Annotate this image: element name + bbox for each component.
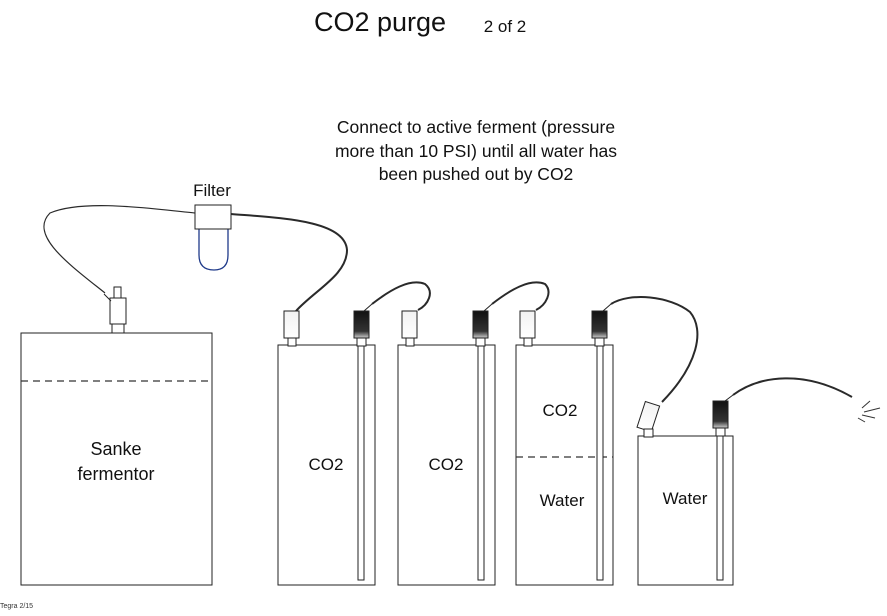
sanke-valve-base [111,323,125,334]
keg-3-gas-post-base [523,337,533,347]
keg-1-label: CO2 [308,455,344,474]
page-indicator: 2 of 2 [483,17,527,36]
sanke-fermentor-vessel [20,332,213,586]
filter-bowl [198,228,229,271]
keg-4-gas-post-base [643,428,654,438]
keg-3-dip-tube [596,344,604,581]
keg-2-liquid-post-base [475,337,486,347]
keg-1-gas-post-base [287,337,297,347]
instruction-line-2: more than 10 PSI) until all water has [334,140,618,161]
keg-2-liquid-post [472,310,489,339]
outlet-spray [857,400,881,423]
keg-2-gas-post-base [405,337,415,347]
keg-1-liquid-barb [363,303,373,312]
keg-4-liquid-post-base [715,427,726,437]
line-keg2-to-keg3 [491,281,550,311]
line-keg1-to-keg2 [371,281,431,311]
keg-3-liquid-barb [602,303,612,312]
keg-2-label: CO2 [428,455,464,474]
keg-3-liquid-post [591,310,608,339]
instruction-text: Connect to active ferment (pressure more… [300,116,652,187]
keg-4-gas-post [636,400,661,433]
footer-note: Tegra 2/15 [0,603,34,610]
sanke-barb [103,293,112,302]
sanke-valve-stem [113,286,122,300]
keg-1-liquid-post [353,310,370,339]
keg-2-gas-post [401,310,418,339]
instruction-line-3: been pushed out by CO2 [378,164,574,185]
filter-head [194,204,232,230]
keg-1-liquid-post-base [356,337,367,347]
sanke-valve-body [109,297,127,325]
instruction-line-1: Connect to active ferment (pressure [336,117,616,137]
keg-3-upper-label: CO2 [542,401,578,420]
keg-2-liquid-barb [483,303,493,312]
keg-4-liquid-barb [724,394,734,402]
sanke-fermentor-label: Sanke fermentor [40,437,192,487]
keg-4-liquid-post [712,400,729,429]
filter-label: Filter [193,181,231,200]
co2-line-filter-to-keg1 [230,213,349,312]
outlet-line [732,377,853,398]
keg-1-gas-post [283,310,300,339]
sanke-label-line-2: fermentor [77,464,155,485]
line-keg3-to-keg4 [610,296,699,403]
keg-3-liquid-post-base [594,337,605,347]
co2-line-sanke-to-filter [43,205,197,294]
sanke-label-line-1: Sanke [90,439,142,459]
keg-4-label: Water [662,489,708,508]
page-title: CO2 purge [313,7,447,37]
keg-3-gas-post [519,310,536,339]
keg-3-lower-label: Water [539,491,585,510]
